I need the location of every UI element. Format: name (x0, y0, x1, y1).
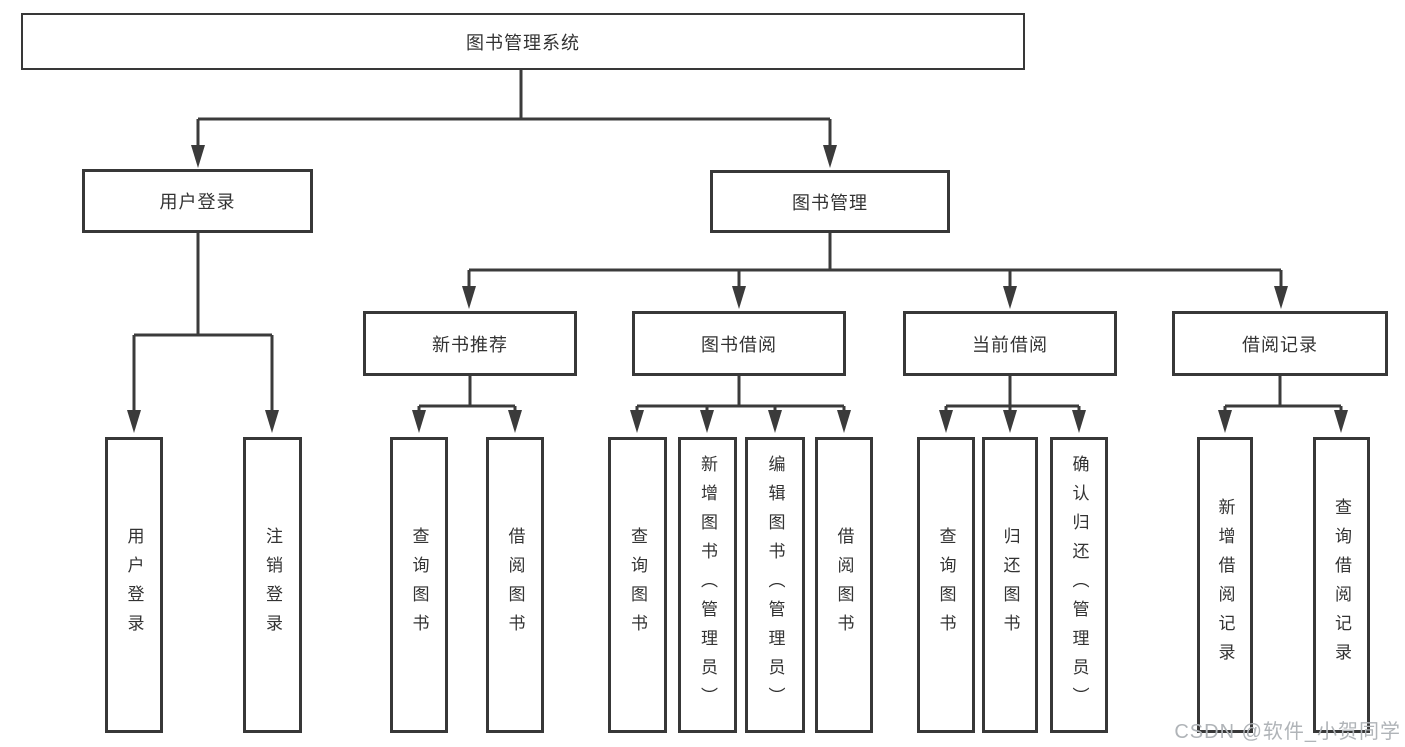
leaf-current-confirm-return-admin: 确认归还（管理员） (1050, 437, 1108, 733)
leaf-current-query-book: 查询图书 (917, 437, 975, 733)
node-current-borrowing-label: 当前借阅 (972, 334, 1048, 355)
arrowheads (127, 145, 1348, 433)
leaf-current-return-book: 归还图书 (982, 437, 1038, 733)
leaf-records-query-record: 查询借阅记录 (1313, 437, 1370, 733)
leaf-logout-login-label: 注销登录 (263, 527, 282, 643)
leaf-borrow-borrow-book: 借阅图书 (815, 437, 873, 733)
node-book-management-label: 图书管理 (792, 192, 868, 213)
leaf-user-login: 用户登录 (105, 437, 163, 733)
leaf-borrow-query-book-label: 查询图书 (628, 527, 647, 643)
connector-lines (132, 70, 1343, 416)
leaf-user-login-label: 用户登录 (124, 527, 144, 643)
node-borrowing-records-label: 借阅记录 (1242, 334, 1318, 355)
leaf-borrow-edit-book-admin: 编辑图书（管理员） (745, 437, 805, 733)
leaf-current-return-book-label: 归还图书 (1000, 527, 1020, 643)
leaf-borrow-borrow-book-label: 借阅图书 (834, 527, 854, 643)
leaf-logout-login: 注销登录 (243, 437, 302, 733)
node-new-book-recommendation-label: 新书推荐 (432, 334, 508, 355)
node-system-root-label: 图书管理系统 (466, 32, 580, 53)
node-system-root: 图书管理系统 (21, 13, 1025, 70)
leaf-borrow-add-book-admin-label: 新增图书（管理员） (698, 454, 717, 716)
node-borrowing-records: 借阅记录 (1172, 311, 1388, 376)
node-current-borrowing: 当前借阅 (903, 311, 1117, 376)
leaf-borrow-query-book: 查询图书 (608, 437, 667, 733)
leaf-borrow-add-book-admin: 新增图书（管理员） (678, 437, 737, 733)
leaf-records-add-record: 新增借阅记录 (1197, 437, 1253, 733)
node-new-book-recommendation: 新书推荐 (363, 311, 577, 376)
node-book-management: 图书管理 (710, 170, 950, 233)
leaf-recommend-borrow-book: 借阅图书 (486, 437, 544, 733)
node-user-login-label: 用户登录 (159, 192, 236, 212)
leaf-recommend-borrow-book-label: 借阅图书 (505, 527, 525, 643)
leaf-records-query-record-label: 查询借阅记录 (1332, 498, 1351, 672)
leaf-recommend-query-book: 查询图书 (390, 437, 448, 733)
csdn-watermark: CSDN @软件_小贺同学 (1174, 721, 1401, 743)
node-book-borrowing-label: 图书借阅 (701, 334, 777, 355)
leaf-current-confirm-return-admin-label: 确认归还（管理员） (1069, 454, 1089, 716)
leaf-current-query-book-label: 查询图书 (936, 527, 956, 643)
node-book-borrowing: 图书借阅 (632, 311, 846, 376)
leaf-borrow-edit-book-admin-label: 编辑图书（管理员） (765, 454, 785, 716)
leaf-records-add-record-label: 新增借阅记录 (1215, 498, 1235, 672)
leaf-recommend-query-book-label: 查询图书 (409, 527, 429, 643)
node-user-login: 用户登录 (82, 169, 313, 233)
